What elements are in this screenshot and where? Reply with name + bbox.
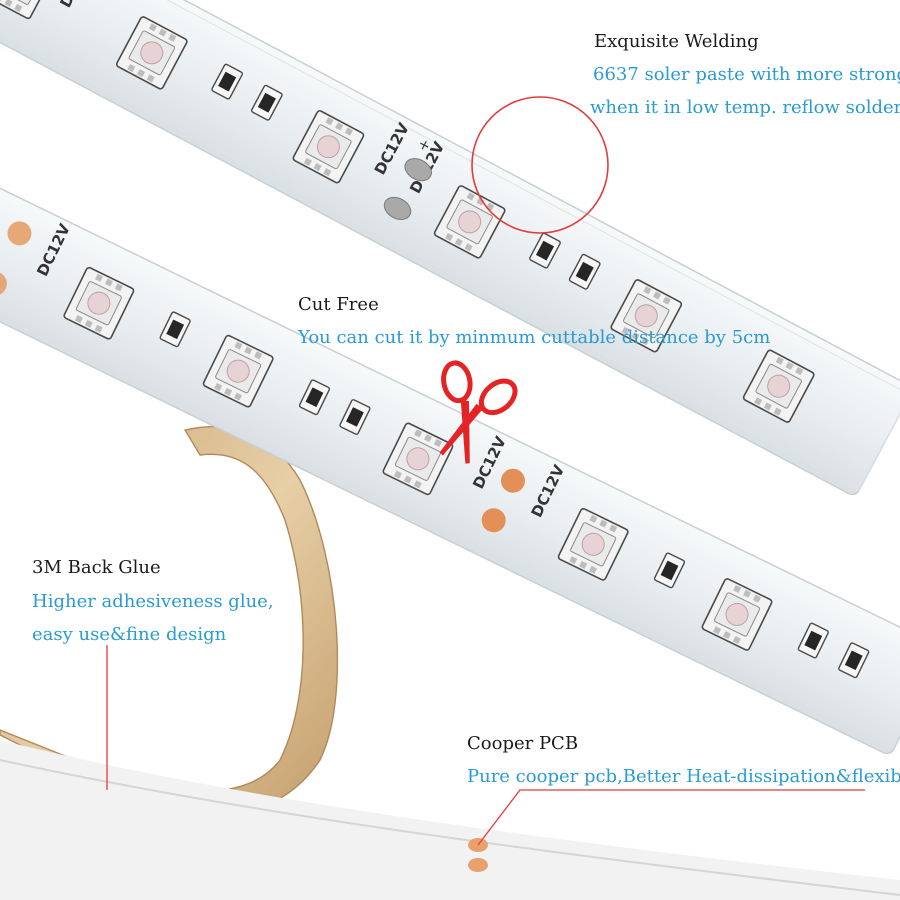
glue-description-2: easy use&fine design: [32, 624, 227, 645]
pcb-description: Pure cooper pcb,Better Heat-dissipation&…: [467, 766, 900, 787]
pcb-title: Cooper PCB: [467, 733, 579, 754]
scissors-icon: [439, 360, 518, 464]
glue-description-1: Higher adhesiveness glue,: [32, 591, 274, 612]
glue-title: 3M Back Glue: [32, 557, 161, 578]
welding-title: Exquisite Welding: [594, 31, 759, 52]
pcb-callout-line: [477, 789, 865, 846]
pcb-pad-2: [468, 858, 488, 872]
led-strip-top: DC12V DC12V DC12V +: [0, 0, 900, 496]
led-strip-bottom: [0, 740, 900, 900]
welding-description-2: when it in low temp. reflow soldering: [590, 97, 900, 118]
welding-callout-circle: [471, 96, 609, 234]
led-strip-middle: DC12V DC12V DC12V: [0, 159, 900, 755]
cut-description: You can cut it by minmum cuttable distan…: [298, 327, 771, 348]
cut-title: Cut Free: [298, 294, 379, 315]
welding-description-1: 6637 soler paste with more strong: [593, 64, 900, 85]
